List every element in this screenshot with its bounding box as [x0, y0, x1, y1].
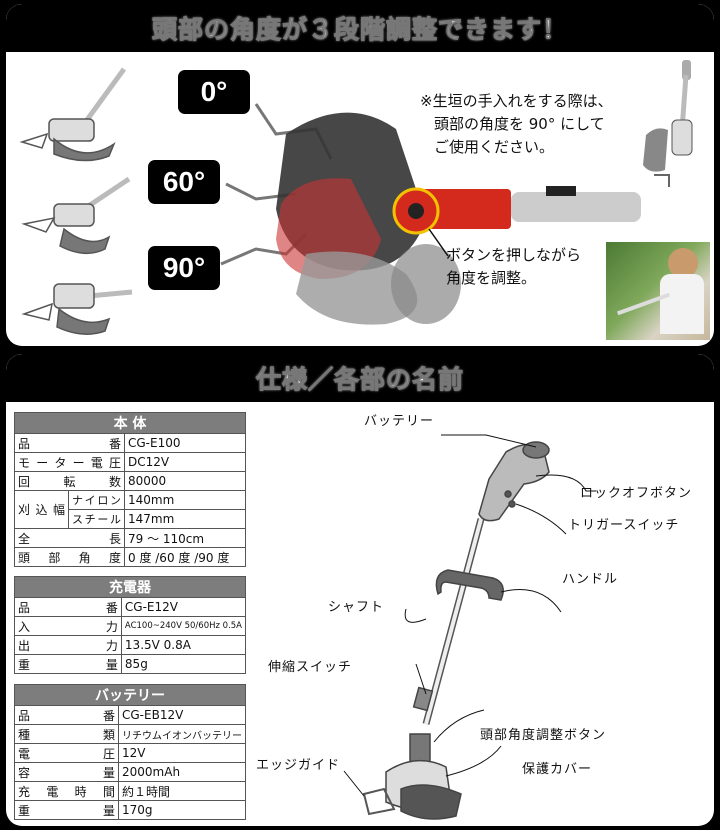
head-body: [276, 112, 461, 325]
angle-badge-60: 60°: [148, 160, 220, 204]
leader-lines: [343, 434, 596, 797]
trimmer-60-deg: [21, 176, 131, 255]
part-label-trigger: トリガースイッチ: [568, 518, 680, 533]
charger-table-title: 充電器: [14, 576, 246, 598]
angle-badge-0: 0°: [178, 70, 250, 114]
angle-adjust-panel: 頭部の角度が３段階調整できます！ 0° 60° 90°: [6, 4, 714, 346]
table-row: 充電時間約１時間: [14, 781, 246, 801]
part-label-edge-guide: エッジガイド: [256, 758, 341, 773]
part-label-shaft: シャフト: [328, 600, 385, 615]
angle-banner: 頭部の角度が３段階調整できます！: [6, 4, 714, 52]
angle-badge-90: 90°: [148, 246, 220, 290]
part-label-telescopic: 伸縮スイッチ: [268, 660, 353, 675]
part-label-angle-button: 頭部角度調整ボタン: [480, 728, 607, 743]
body-table-title: 本 体: [14, 412, 246, 434]
table-row: 種類リチウムイオンバッテリー: [14, 724, 246, 744]
spec-banner-title: 仕様／各部の名前: [255, 365, 464, 395]
head-angle-illustration: [220, 103, 641, 325]
part-label-lockoff: ロックオフボタン: [580, 486, 693, 501]
usage-photo: [606, 242, 710, 340]
left-trimmer-illustrations: [19, 67, 133, 335]
button-note: ボタンを押しながら 角度を調整。: [446, 246, 582, 287]
part-label-cover: 保護カバー: [522, 762, 593, 777]
angle-banner-title: 頭部の角度が３段階調整できます！: [151, 15, 568, 45]
trimmer-0-deg: [19, 67, 127, 162]
trimmer-drawing: [362, 441, 550, 820]
battery-table-title: バッテリー: [14, 684, 246, 706]
trimmer-parts-diagram: [343, 434, 596, 820]
trimmer-90-deg: [21, 283, 133, 335]
spec-banner: 仕様／各部の名前: [6, 354, 714, 402]
shaft-arm: [411, 186, 641, 229]
hedge-note: ※生垣の手入れをする際は、 頭部の角度を 90° にして ご使用ください。: [420, 92, 613, 156]
vertical-trimmer-illustration: [643, 60, 693, 187]
part-label-handle: ハンドル: [562, 572, 619, 587]
part-label-battery: バッテリー: [364, 414, 435, 429]
